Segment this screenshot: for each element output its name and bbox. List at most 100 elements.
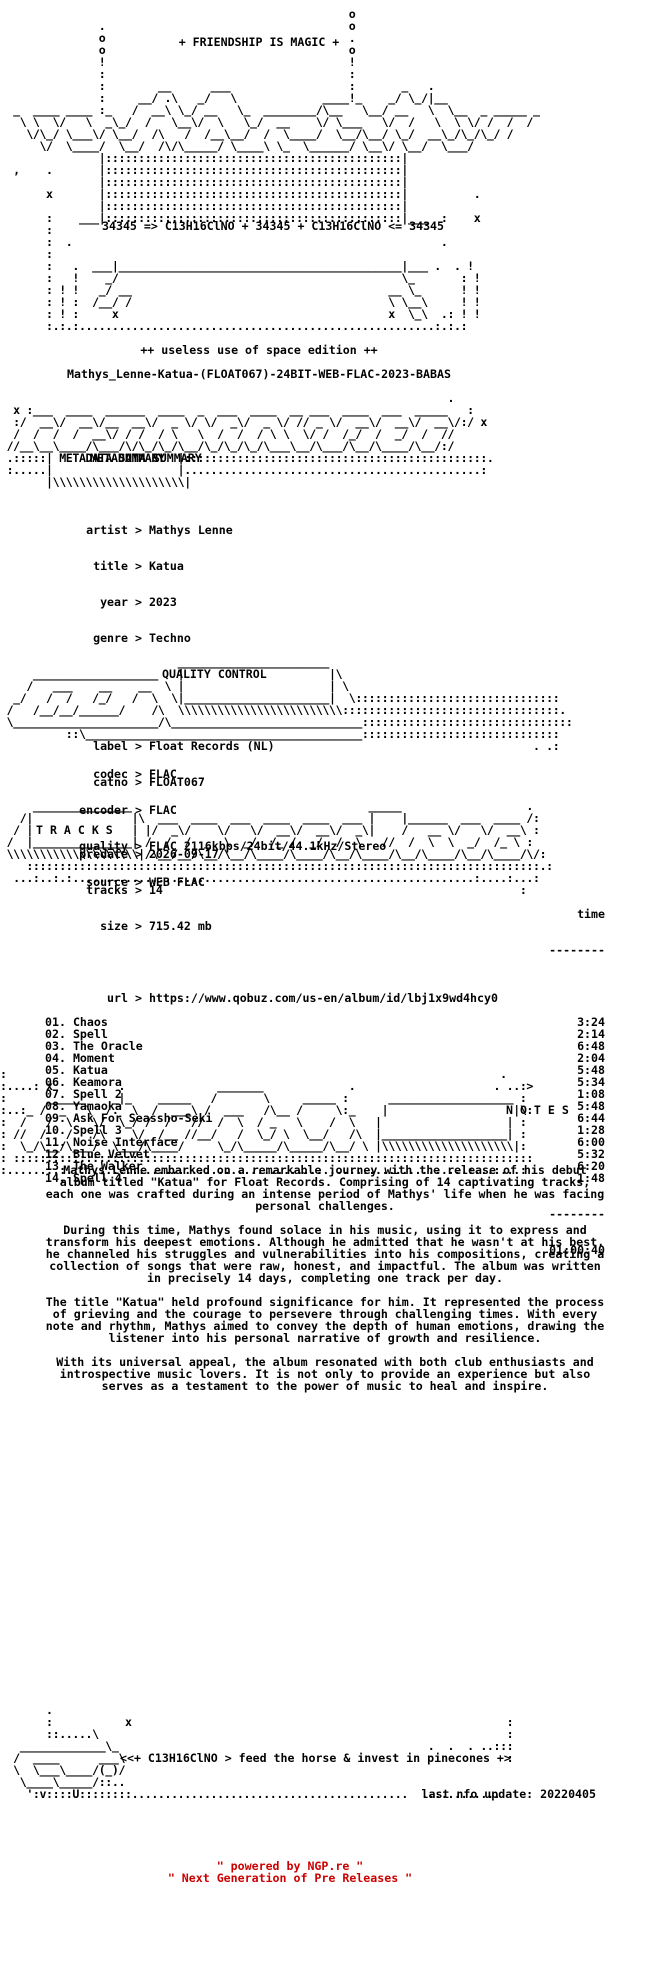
- track-time: 2:04: [577, 1051, 605, 1065]
- track-row: 03. The Oracle 6:48: [45, 1040, 605, 1052]
- track-row: 06. Keamora 5:34: [45, 1076, 605, 1088]
- spacer: [45, 980, 605, 992]
- track-time: 1:28: [577, 1123, 605, 1137]
- track-number: 03.: [45, 1039, 66, 1053]
- track-title: Spell 2: [72, 1087, 122, 1101]
- quality-title: QUALITY CONTROL: [162, 667, 267, 681]
- outro-art: . : x : ::.....\ : _____________\_: [13, 1703, 514, 1801]
- codec-value: FLAC: [148, 767, 177, 781]
- track-title: Ask For Seassho-Seki: [72, 1111, 213, 1125]
- quality-key: quality: [79, 839, 128, 853]
- title-key: title: [93, 559, 128, 573]
- time-rule: --------: [549, 943, 605, 957]
- notes-paragraph-4: With its universal appeal, the album res…: [56, 1355, 594, 1393]
- year-value: 2023: [148, 595, 177, 609]
- track-time: 3:24: [577, 1015, 605, 1029]
- predate-key: predate: [79, 847, 128, 861]
- genre-value: Techno: [148, 631, 191, 645]
- tracks-value: 14: [148, 883, 163, 897]
- quality-header-art: _______________________ ________________…: [6, 655, 573, 753]
- time-header-row: time: [45, 908, 605, 920]
- track-number: 11.: [45, 1135, 66, 1149]
- track-number: 05.: [45, 1063, 66, 1077]
- notes-paragraph-2: During this time, Mathys found solace in…: [45, 1223, 605, 1285]
- track-title: Blue Velvet: [72, 1147, 150, 1161]
- encoder-value: FLAC: [148, 803, 177, 817]
- tracks-title: T R A C K S: [36, 823, 113, 837]
- footer-tagline: " Next Generation of Pre Releases ": [167, 1871, 413, 1885]
- notes-title: N O T E S: [506, 1103, 569, 1117]
- artist-key: artist: [86, 523, 128, 537]
- track-number: 13.: [45, 1159, 66, 1173]
- track-number: 02.: [45, 1027, 66, 1041]
- track-number: 10.: [45, 1123, 66, 1137]
- track-title: Spell 3: [72, 1123, 122, 1137]
- year-key: year: [100, 595, 128, 609]
- notes-body: Mathys Lenne embarked on a remarkable jo…: [45, 1164, 605, 1404]
- track-row: 10. Spell 3 1:28: [45, 1124, 605, 1136]
- track-time: 5:32: [577, 1147, 605, 1161]
- track-title: Moment: [72, 1051, 115, 1065]
- track-title: Katua: [72, 1063, 108, 1077]
- edition-label: ++ useless use of space edition ++: [140, 343, 378, 357]
- label-value: Float Records (NL): [148, 739, 275, 753]
- genre-key: genre: [93, 631, 128, 645]
- track-time: 6:48: [577, 1039, 605, 1053]
- total-time: 01:00:40: [549, 1243, 605, 1257]
- metadata-list: artist > Mathys Lenne title > Katua year…: [0, 500, 648, 1028]
- track-time: 5:34: [577, 1075, 605, 1089]
- catno-key: catno: [93, 775, 128, 789]
- track-title: The Oracle: [72, 1039, 143, 1053]
- metadata-title: METADATA SUMMARY: [90, 451, 202, 465]
- track-time: 6:44: [577, 1111, 605, 1125]
- formula: 34345 => C13H16ClNO + 34345 + C13H16ClNO…: [102, 219, 445, 233]
- track-title: Chaos: [72, 1015, 108, 1029]
- track-row: 01. Chaos 3:24: [45, 1016, 605, 1028]
- castle-ascii-art: o . o o . o o !: [13, 7, 540, 333]
- track-number: 08.: [45, 1099, 66, 1113]
- artist-value: Mathys Lenne: [148, 523, 233, 537]
- notes-paragraph-3: The title "Katua" held profound signific…: [45, 1295, 605, 1345]
- total-rule: --------: [549, 1207, 605, 1221]
- source-key: source: [86, 875, 128, 889]
- predate-value: 2026-09-17: [148, 847, 219, 861]
- track-number: 01.: [45, 1015, 66, 1029]
- notes-paragraph-1: Mathys Lenne embarked on a remarkable jo…: [45, 1163, 605, 1213]
- track-number: 06.: [45, 1075, 66, 1089]
- size-value: 715.42 mb: [148, 919, 212, 933]
- label-key: label: [93, 739, 128, 753]
- track-row: 07. Spell 2 1:08: [45, 1088, 605, 1100]
- quality-list: codec > FLAC encoder > FLAC quality > FL…: [0, 744, 648, 912]
- track-title: The Walker: [72, 1159, 143, 1173]
- total-row: 01:00:40: [45, 1244, 605, 1256]
- url-link[interactable]: https://www.qobuz.com/us-en/album/id/lbj…: [148, 991, 498, 1005]
- tracks-key: tracks: [86, 883, 128, 897]
- track-title: Spell: [72, 1027, 108, 1041]
- tagline: + FRIENDSHIP IS MAGIC +: [178, 35, 340, 49]
- catno-value: FLOAT067: [148, 775, 205, 789]
- track-number: 14.: [45, 1171, 66, 1185]
- track-row: 04. Moment 2:04: [45, 1052, 605, 1064]
- track-time: 6:20: [577, 1159, 605, 1173]
- outro-slogan: <<+ C13H16ClNO > feed the horse & invest…: [120, 1751, 511, 1765]
- track-number: 04.: [45, 1051, 66, 1065]
- track-time: 1:48: [577, 1171, 605, 1185]
- track-title: Yamaoka: [72, 1099, 122, 1113]
- track-row: 13. The Walker 6:20: [45, 1160, 605, 1172]
- encoder-key: encoder: [79, 803, 128, 817]
- track-title: Keamora: [72, 1075, 122, 1089]
- track-title: Noise Interface: [72, 1135, 178, 1149]
- track-time: 1:08: [577, 1087, 605, 1101]
- title-value: Katua: [148, 559, 184, 573]
- track-number: 07.: [45, 1087, 66, 1101]
